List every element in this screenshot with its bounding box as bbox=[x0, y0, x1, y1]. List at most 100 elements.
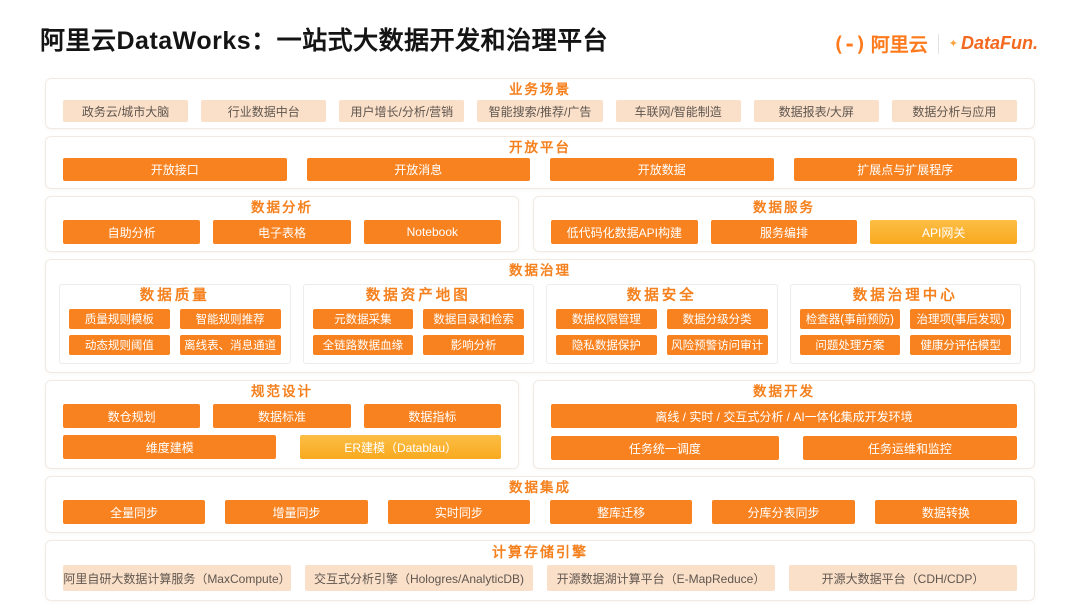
integration-row: 全量同步 增量同步 实时同步 整库迁移 分库分表同步 数据转换 bbox=[46, 498, 1034, 532]
section-data-development: 数据开发 离线 / 实时 / 交互式分析 / AI一体化集成开发环境 任务统一调… bbox=[533, 380, 1035, 469]
development-row-2: 任务统一调度 任务运维和监控 bbox=[534, 436, 1034, 468]
section-title: 数据开发 bbox=[753, 384, 815, 399]
group-grid: 数据权限管理 数据分级分类 隐私数据保护 风险预警访问审计 bbox=[556, 309, 768, 355]
business-row: 政务云/城市大脑 行业数据中台 用户增长/分析/营销 智能搜索/推荐/广告 车联… bbox=[46, 100, 1034, 128]
datafun-logo: ✦ DataFun. bbox=[949, 33, 1038, 54]
governance-group-quality: 数据质量 质量规则模板 智能规则推荐 动态规则阈值 离线表、消息通道 bbox=[59, 284, 291, 364]
engines-row: 阿里自研大数据计算服务（MaxCompute） 交互式分析引擎（Hologres… bbox=[46, 563, 1034, 600]
services-item: 服务编排 bbox=[710, 220, 858, 244]
section-data-governance: 数据治理 数据质量 质量规则模板 智能规则推荐 动态规则阈值 离线表、消息通道 … bbox=[45, 259, 1035, 373]
governance-item: 数据目录和检索 bbox=[423, 309, 524, 329]
section-title: 规范设计 bbox=[251, 384, 313, 399]
governance-item: 动态规则阈值 bbox=[69, 335, 170, 355]
aliyun-bracket-icon: (-) bbox=[832, 31, 867, 56]
design-item: 数据指标 bbox=[363, 404, 501, 428]
integration-item: 分库分表同步 bbox=[712, 500, 855, 524]
governance-group-center: 数据治理中心 检查器(事前预防) 治理项(事后发现) 问题处理方案 健康分评估模… bbox=[789, 284, 1021, 364]
business-item: 行业数据中台 bbox=[201, 100, 327, 122]
page-header: 阿里云DataWorks：一站式大数据开发和治理平台 (-) 阿里云 ✦ Dat… bbox=[0, 0, 1080, 78]
diagram-stack: 业务场景 政务云/城市大脑 行业数据中台 用户增长/分析/营销 智能搜索/推荐/… bbox=[0, 78, 1080, 601]
section-compute-storage-engines: 计算存储引擎 阿里自研大数据计算服务（MaxCompute） 交互式分析引擎（H… bbox=[45, 540, 1035, 601]
engine-item: 开源数据湖计算平台（E-MapReduce） bbox=[547, 565, 775, 591]
section-title: 数据集成 bbox=[509, 480, 571, 495]
design-row-1: 数仓规划 数据标准 数据指标 bbox=[46, 402, 518, 435]
integration-item: 全量同步 bbox=[63, 500, 206, 524]
group-title: 数据安全 bbox=[626, 288, 697, 304]
section-business-scenarios: 业务场景 政务云/城市大脑 行业数据中台 用户增长/分析/营销 智能搜索/推荐/… bbox=[45, 78, 1035, 129]
business-item: 车联网/智能制造 bbox=[615, 100, 741, 122]
governance-group-asset-map: 数据资产地图 元数据采集 数据目录和检索 全链路数据血缘 影响分析 bbox=[302, 284, 534, 364]
design-item: 维度建模 bbox=[63, 435, 277, 459]
business-item: 用户增长/分析/营销 bbox=[339, 100, 465, 122]
group-grid: 元数据采集 数据目录和检索 全链路数据血缘 影响分析 bbox=[312, 309, 524, 355]
integration-item: 整库迁移 bbox=[549, 500, 693, 524]
group-title: 数据资产地图 bbox=[365, 288, 471, 304]
governance-item: 影响分析 bbox=[423, 335, 524, 355]
governance-item: 元数据采集 bbox=[312, 309, 414, 329]
governance-item: 问题处理方案 bbox=[799, 335, 901, 355]
section-standard-design: 规范设计 数仓规划 数据标准 数据指标 维度建模 ER建模（Datablau） bbox=[45, 380, 519, 469]
governance-item: 质量规则模板 bbox=[69, 309, 170, 329]
integration-item: 增量同步 bbox=[225, 500, 368, 524]
governance-item: 离线表、消息通道 bbox=[179, 335, 281, 355]
development-item: 任务运维和监控 bbox=[802, 436, 1017, 460]
governance-item: 数据分级分类 bbox=[666, 309, 768, 329]
aliyun-logo-text: 阿里云 bbox=[870, 35, 928, 56]
development-item: 任务统一调度 bbox=[551, 436, 779, 460]
section-title: 数据治理 bbox=[509, 263, 571, 278]
governance-item: 检查器(事前预防) bbox=[799, 309, 901, 329]
open-platform-item: 开放数据 bbox=[550, 158, 774, 181]
group-grid: 质量规则模板 智能规则推荐 动态规则阈值 离线表、消息通道 bbox=[69, 309, 281, 355]
governance-item: 健康分评估模型 bbox=[910, 335, 1011, 355]
design-item: 数据标准 bbox=[213, 404, 351, 428]
section-title: 数据服务 bbox=[753, 200, 815, 215]
group-grid: 检查器(事前预防) 治理项(事后发现) 问题处理方案 健康分评估模型 bbox=[799, 309, 1011, 355]
datafun-logo-text: DataFun. bbox=[960, 33, 1038, 53]
design-item: 数仓规划 bbox=[63, 404, 201, 428]
services-item-api-gateway: API网关 bbox=[870, 220, 1017, 244]
section-data-integration: 数据集成 全量同步 增量同步 实时同步 整库迁移 分库分表同步 数据转换 bbox=[45, 476, 1035, 533]
page-title: 阿里云DataWorks：一站式大数据开发和治理平台 bbox=[40, 27, 609, 55]
business-item: 政务云/城市大脑 bbox=[63, 100, 189, 122]
business-item: 智能搜索/推荐/广告 bbox=[477, 100, 603, 122]
governance-item: 智能规则推荐 bbox=[179, 309, 281, 329]
open-platform-row: 开放接口 开放消息 开放数据 扩展点与扩展程序 bbox=[46, 158, 1034, 188]
open-platform-item: 开放接口 bbox=[63, 158, 287, 181]
services-item: 低代码化数据API构建 bbox=[551, 220, 698, 244]
governance-item: 全链路数据血缘 bbox=[312, 335, 414, 355]
logo-divider bbox=[937, 33, 939, 54]
design-development-split: 规范设计 数仓规划 数据标准 数据指标 维度建模 ER建模（Datablau） … bbox=[45, 380, 1035, 469]
analysis-item: 自助分析 bbox=[63, 220, 201, 244]
development-row-1: 离线 / 实时 / 交互式分析 / AI一体化集成开发环境 bbox=[534, 402, 1034, 428]
business-item: 数据报表/大屏 bbox=[753, 100, 879, 122]
group-title: 数据质量 bbox=[139, 288, 210, 304]
governance-item: 数据权限管理 bbox=[556, 309, 657, 329]
integration-item: 数据转换 bbox=[874, 500, 1017, 524]
services-row: 低代码化数据API构建 服务编排 API网关 bbox=[534, 218, 1034, 251]
group-title: 数据治理中心 bbox=[852, 288, 958, 304]
engine-item: 开源大数据平台（CDH/CDP） bbox=[789, 565, 1017, 591]
analysis-row: 自助分析 电子表格 Notebook bbox=[46, 218, 518, 251]
section-title: 开放平台 bbox=[509, 140, 571, 155]
analysis-item: 电子表格 bbox=[213, 220, 351, 244]
section-title: 数据分析 bbox=[251, 200, 313, 215]
section-data-analysis: 数据分析 自助分析 电子表格 Notebook bbox=[45, 196, 519, 252]
section-title: 业务场景 bbox=[509, 82, 571, 97]
logo-group: (-) 阿里云 ✦ DataFun. bbox=[833, 30, 1038, 57]
governance-item: 隐私数据保护 bbox=[556, 335, 657, 355]
aliyun-logo: (-) 阿里云 bbox=[833, 30, 928, 57]
governance-group-security: 数据安全 数据权限管理 数据分级分类 隐私数据保护 风险预警访问审计 bbox=[546, 284, 778, 364]
section-data-services: 数据服务 低代码化数据API构建 服务编排 API网关 bbox=[533, 196, 1035, 252]
open-platform-item: 扩展点与扩展程序 bbox=[793, 158, 1017, 181]
design-item-er-modeling: ER建模（Datablau） bbox=[300, 435, 501, 459]
section-title: 计算存储引擎 bbox=[492, 544, 588, 560]
datafun-sparkle-icon: ✦ bbox=[948, 38, 958, 50]
engine-item: 交互式分析引擎（Hologres/AnalyticDB) bbox=[305, 565, 533, 591]
governance-item: 风险预警访问审计 bbox=[666, 335, 768, 355]
integration-item: 实时同步 bbox=[387, 500, 530, 524]
development-item: 离线 / 实时 / 交互式分析 / AI一体化集成开发环境 bbox=[551, 404, 1017, 428]
analysis-services-split: 数据分析 自助分析 电子表格 Notebook 数据服务 低代码化数据API构建… bbox=[45, 196, 1035, 252]
design-row-2: 维度建模 ER建模（Datablau） bbox=[46, 435, 518, 467]
section-open-platform: 开放平台 开放接口 开放消息 开放数据 扩展点与扩展程序 bbox=[45, 136, 1035, 189]
analysis-item: Notebook bbox=[363, 220, 501, 244]
